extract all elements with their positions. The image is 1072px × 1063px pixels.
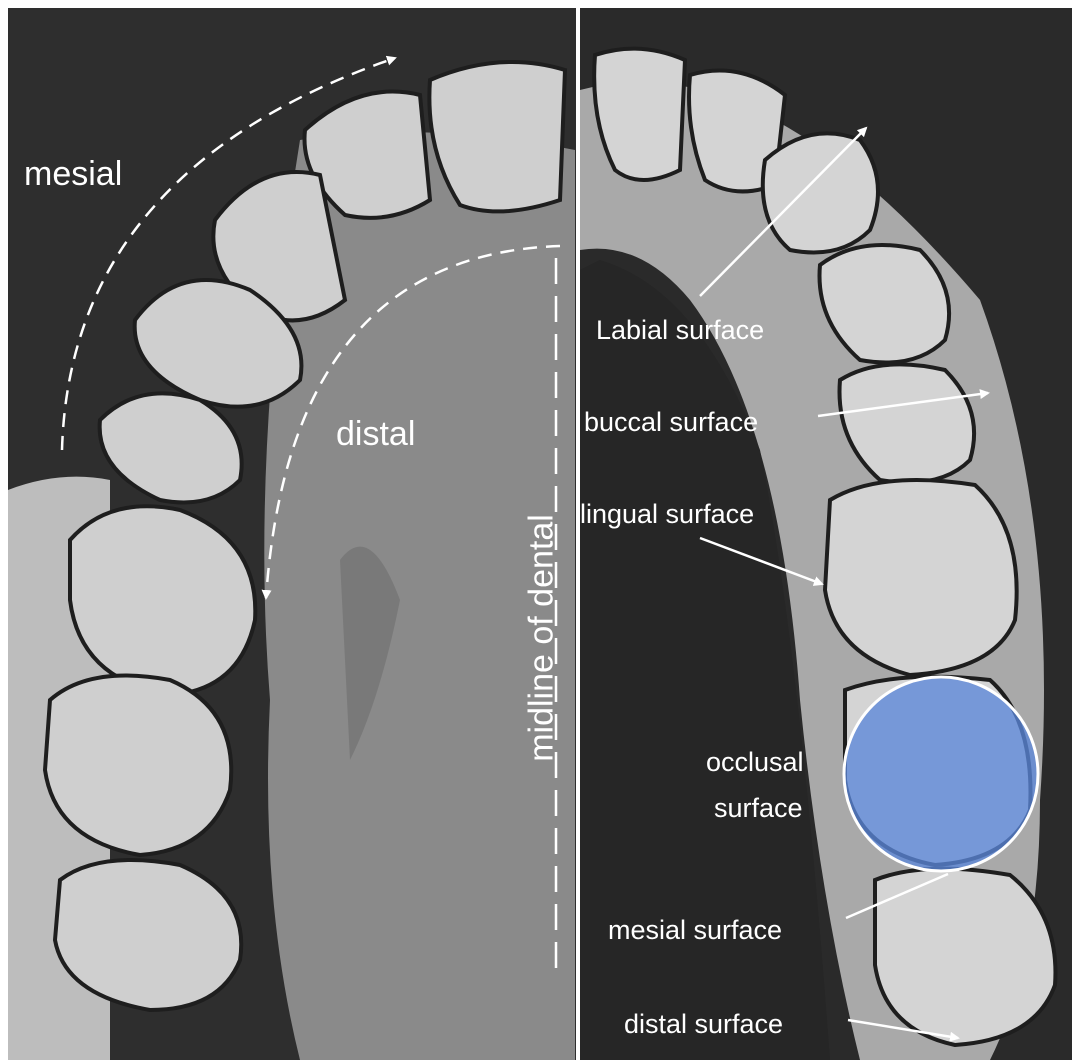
mesial-label: mesial xyxy=(24,156,122,193)
occlusal-surface-label-line2: surface xyxy=(714,794,803,824)
central-incisor-tooth xyxy=(429,62,565,211)
buccal-surface-label: buccal surface xyxy=(584,408,758,438)
second-premolar-tooth xyxy=(100,393,242,502)
mesial-surface-label: mesial surface xyxy=(608,916,782,946)
labial-surface-label: Labial surface xyxy=(596,316,764,346)
midline-label: midline of dental xyxy=(523,514,560,762)
occlusal-surface-label-line1: occlusal xyxy=(706,748,804,778)
occlusal-surface-highlight xyxy=(844,677,1038,871)
second-molar-tooth xyxy=(45,676,231,856)
lingual-surface-label: lingual surface xyxy=(580,500,754,530)
lower-first-molar-tooth xyxy=(825,480,1017,675)
distal-label: distal xyxy=(336,416,415,453)
lower-canine-tooth xyxy=(763,133,878,252)
distal-surface-label: distal surface xyxy=(624,1010,783,1040)
